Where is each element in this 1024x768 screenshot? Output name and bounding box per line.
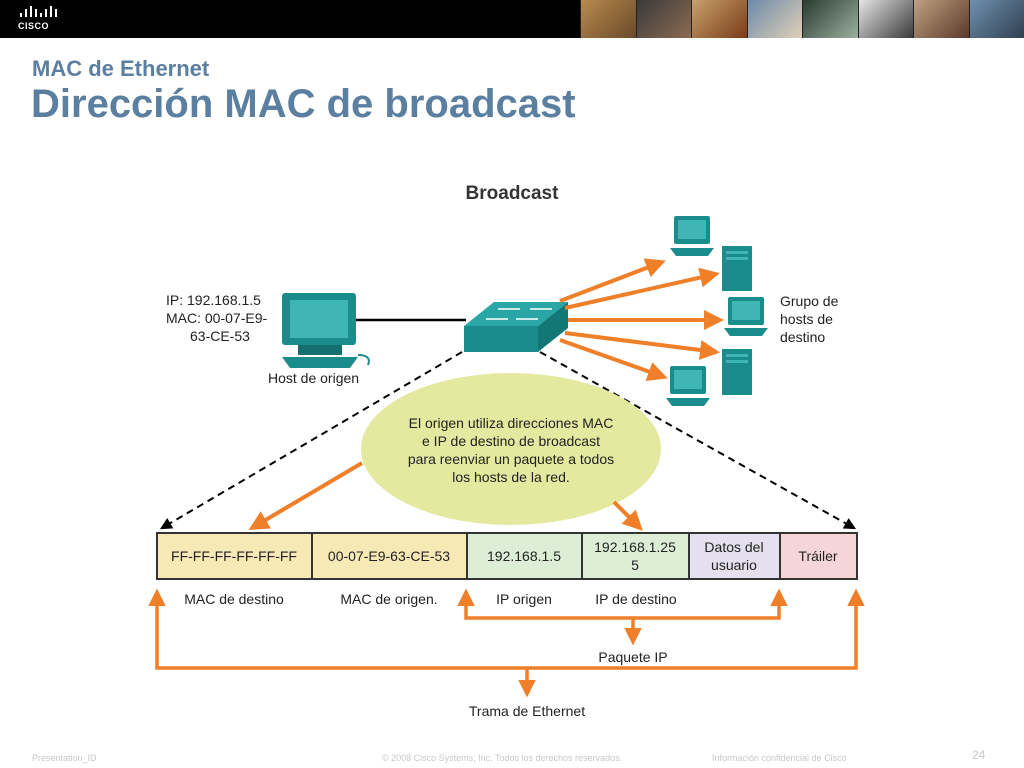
source-host-label: Host de origen [268,370,359,386]
ethernet-frame-bracket [148,588,865,698]
dashed-frame-lines [159,351,857,530]
dest-server-icon [722,349,752,395]
dest-group-label-2: hosts de [780,311,833,327]
source-computer-icon [282,293,370,368]
diagram-heading: Broadcast [466,183,560,204]
source-ip-text: IP: 192.168.1.5 [166,292,261,308]
frame-field-data [688,532,781,580]
trailer-value: Tráiler [798,548,837,564]
bubble-text-line-1: El origen utiliza direcciones MAC [409,415,614,431]
dest-group-label-3: destino [780,329,825,345]
dest-ip-value: 192.168.1.25 [594,539,676,555]
dest-server-icon [722,246,752,291]
footer-confidential: Información confidencial de Cisco [712,753,847,763]
dest-group-label: Grupo de [780,293,839,309]
slide-title: Dirección MAC de broadcast [31,82,576,126]
footer-copyright: © 2008 Cisco Systems, Inc. Todos los der… [382,753,623,763]
dest-computer-icon [666,366,710,406]
people-photo-strip [580,0,1024,38]
source-mac-text-2: 63-CE-53 [190,328,250,344]
frame-field-dest-mac [156,532,313,580]
src-ip-value: 192.168.1.5 [487,548,561,564]
switch-icon [464,302,568,352]
footer-presentation-id: Presentation_ID [32,753,97,763]
frame-field-src-ip [466,532,583,580]
dest-ip-label: IP de destino [595,591,677,607]
bubble-text-line-3: para reenviar un paquete a todos [408,451,614,467]
dest-mac-value: FF-FF-FF-FF-FF-FF [171,548,297,564]
cisco-logo-icon [20,6,57,17]
bubble-pointer-arrows [248,461,643,531]
dest-mac-label: MAC de destino [184,591,284,607]
user-data-value: Datos del [704,539,763,555]
slide-subtitle: MAC de Ethernet [32,56,210,81]
frame-field-dest-ip [581,532,690,580]
explanation-bubble [361,373,661,525]
dest-computer-icon [724,297,768,336]
src-mac-label: MAC de origen. [340,591,437,607]
page-number: 24 [972,748,986,762]
ip-packet-label: Paquete IP [598,649,667,665]
bubble-text-line-2: e IP de destino de broadcast [422,433,600,449]
user-data-value-2: usuario [711,557,757,573]
cisco-logo-text: CISCO [18,21,50,31]
broadcast-arrows [559,258,724,382]
source-mac-text: MAC: 00-07-E9- [166,310,267,326]
frame-field-trailer [779,532,858,580]
src-mac-value: 00-07-E9-63-CE-53 [328,548,450,564]
ethernet-frame-label: Trama de Ethernet [469,703,585,719]
dest-computer-icon [670,216,714,256]
top-banner: CISCO [0,0,1024,38]
bubble-text-line-4: los hosts de la red. [452,469,570,485]
dest-ip-value-2: 5 [631,557,639,573]
frame-field-src-mac [311,532,468,580]
src-ip-label: IP origen [496,591,552,607]
